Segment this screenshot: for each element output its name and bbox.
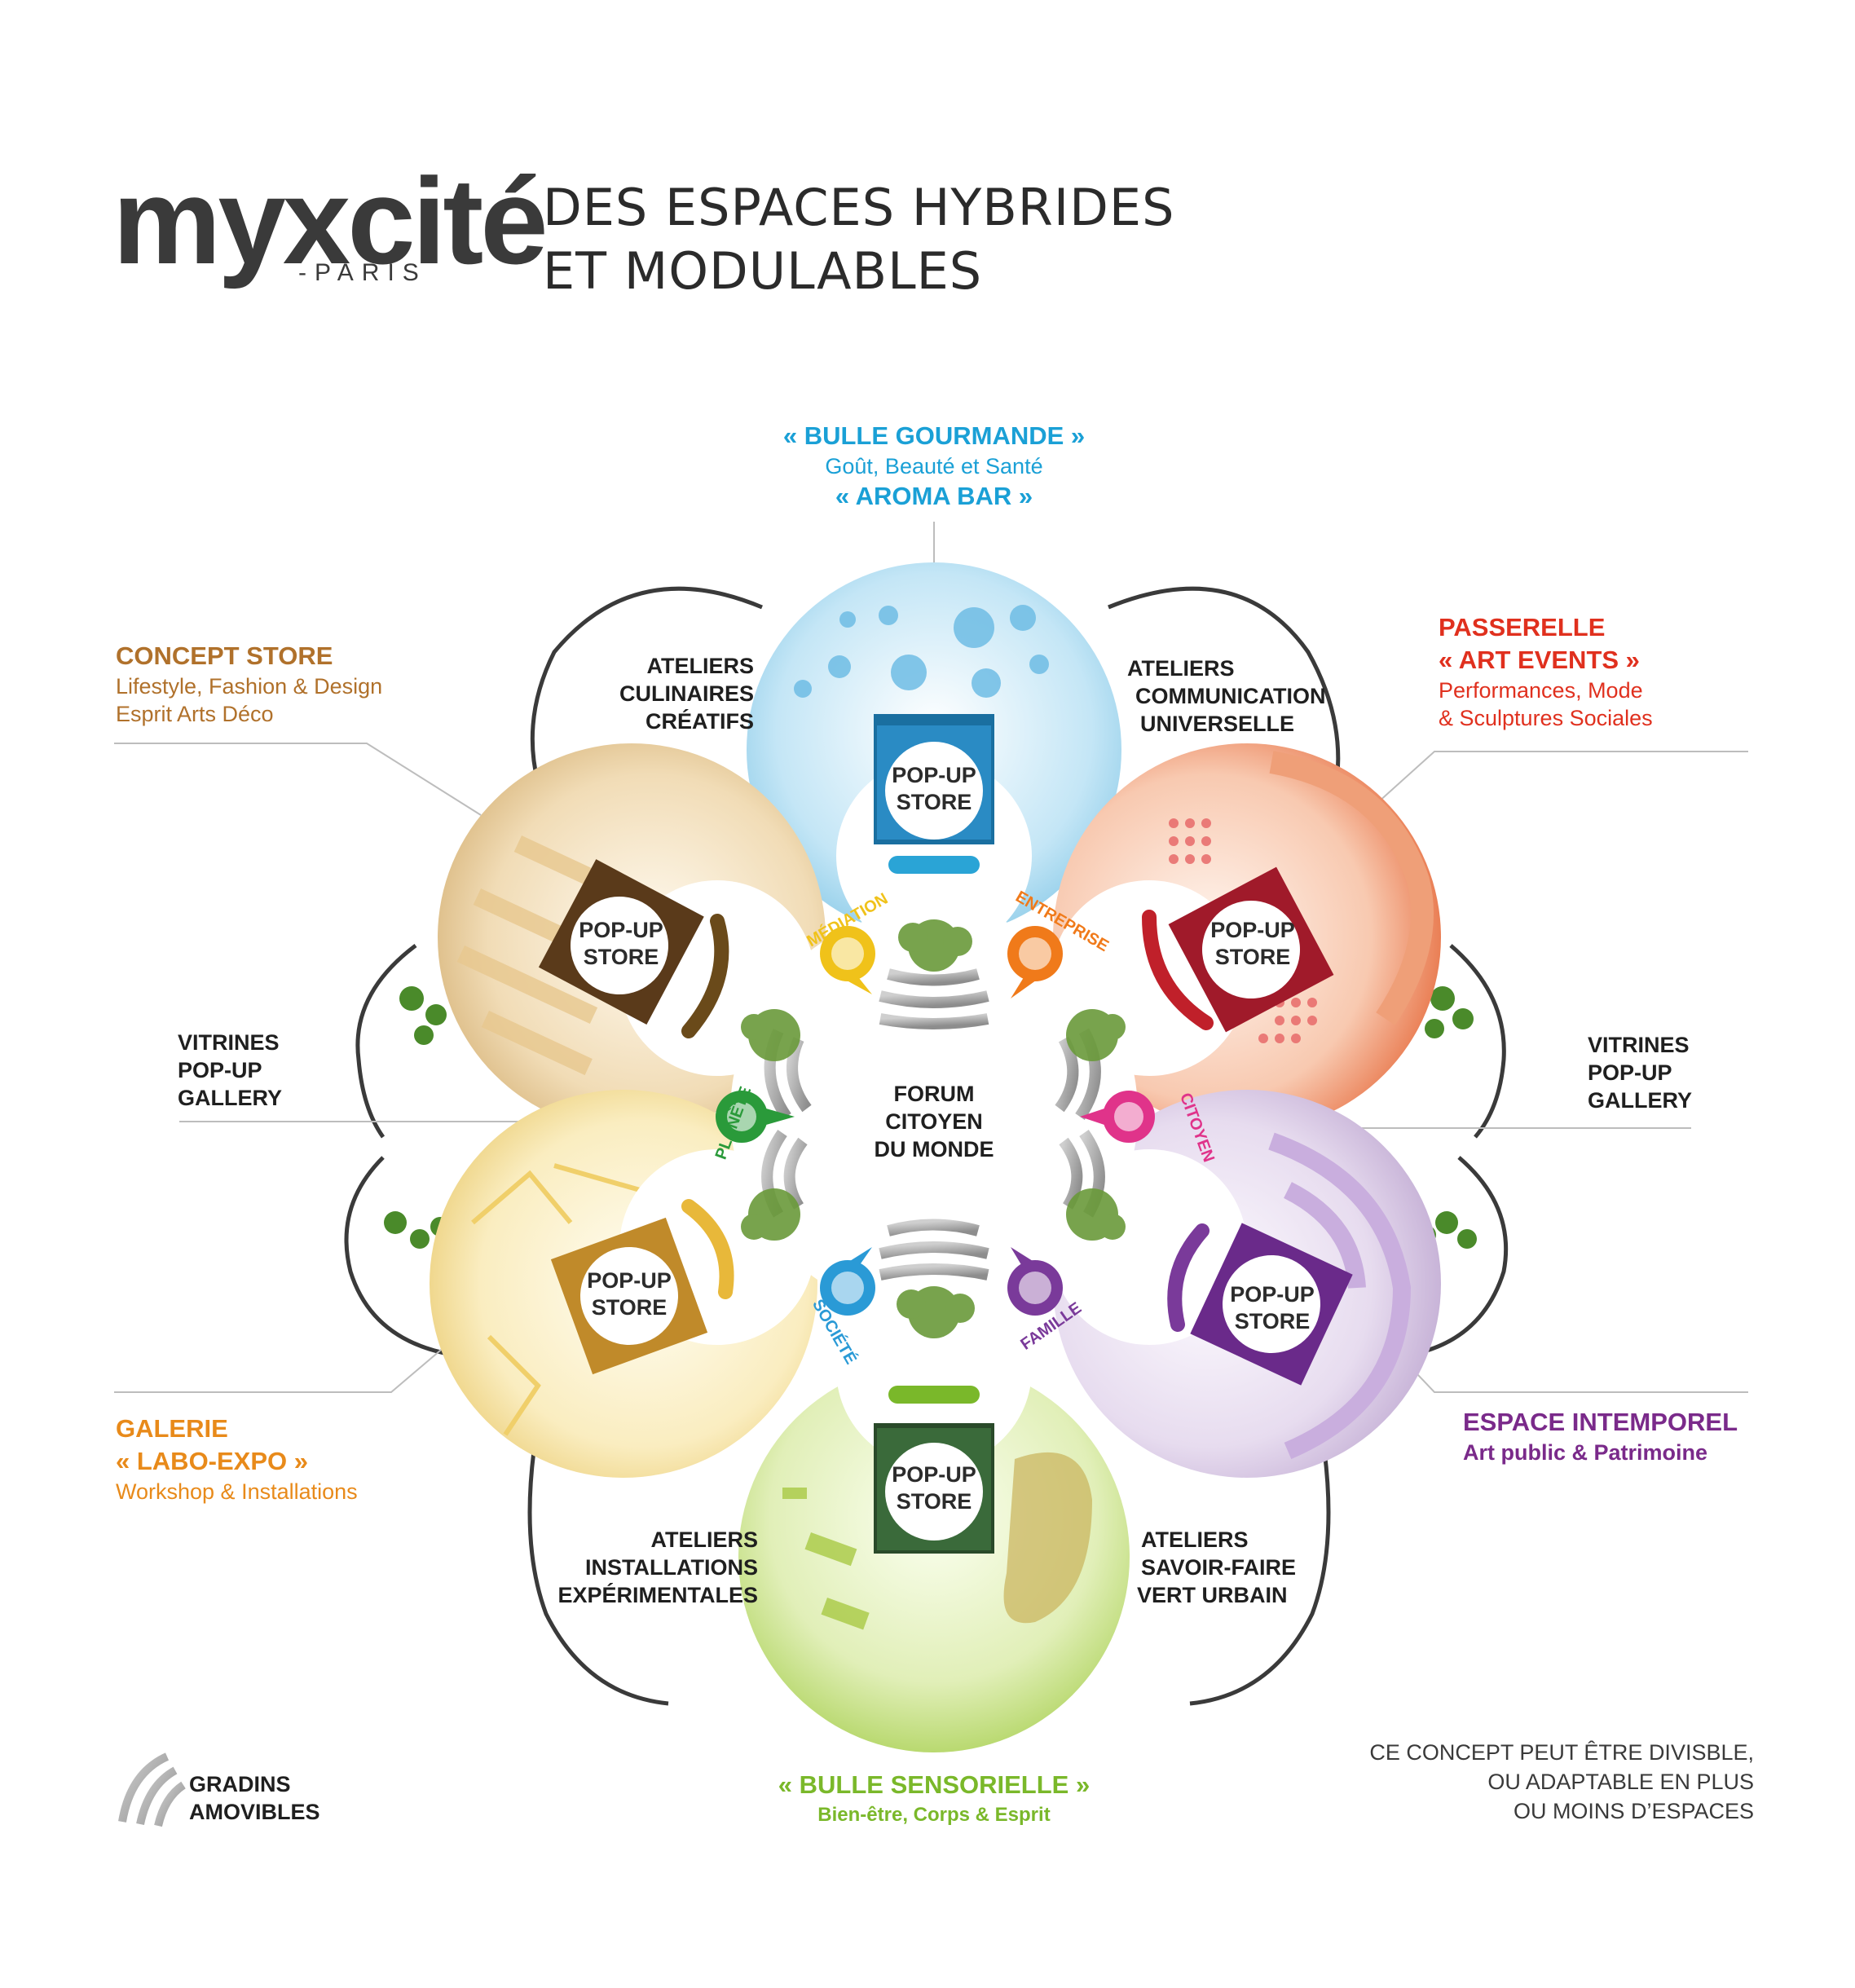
- headline-line2: ET MODULABLES: [543, 241, 983, 301]
- stage-intemporel: [1167, 1223, 1209, 1332]
- concept-title: CONCEPT STORE: [116, 641, 333, 670]
- popup-concept-l2: STORE: [584, 945, 659, 969]
- galerie-sub: Workshop & Installations: [116, 1479, 358, 1504]
- logo: myxcité: [112, 152, 549, 289]
- intemporel-title: ESPACE INTEMPOREL: [1463, 1408, 1738, 1436]
- bubble-top-title2: « AROMA BAR »: [835, 482, 1033, 510]
- galerie-label: GALERIE « LABO-EXPO » Workshop & Install…: [116, 1413, 358, 1505]
- forum-l2: CITOYEN: [885, 1109, 983, 1134]
- popup-sensorielle: [874, 1386, 994, 1554]
- bleacher-legend-icon: [118, 1752, 186, 1827]
- bubble-sensorielle: [738, 1361, 1130, 1752]
- popup-sensorielle-l2: STORE: [897, 1489, 972, 1514]
- concept-note: CE CONCEPT PEUT ÊTRE DIVISBLE, OU ADAPTA…: [1255, 1738, 1754, 1826]
- popup-intemporel-l2: STORE: [1235, 1309, 1311, 1333]
- popup-galerie-l2: STORE: [592, 1295, 668, 1320]
- passerelle-sub1: Performances, Mode: [1439, 678, 1643, 703]
- passerelle-title1: PASSERELLE: [1439, 613, 1606, 641]
- intemporel-label: ESPACE INTEMPOREL Art public & Patrimoin…: [1463, 1406, 1738, 1466]
- galerie-title1: GALERIE: [116, 1414, 228, 1443]
- legend-gradins: GRADINS AMOVIBLES: [189, 1770, 320, 1826]
- legend-l1: GRADINS: [189, 1772, 291, 1796]
- legend-l2: AMOVIBLES: [189, 1800, 320, 1824]
- vitrines-left-l3: GALLERY: [178, 1086, 282, 1110]
- logo-subtitle: -PARIS: [298, 259, 427, 286]
- ateliers-installations-l3: EXPÉRIMENTALES: [557, 1583, 758, 1607]
- popup-intemporel: [1190, 1223, 1353, 1386]
- ateliers-culinaires-l1: ATELIERS: [646, 654, 754, 678]
- popup-galerie-l1: POP-UP: [587, 1268, 672, 1293]
- pin-citoyen: [1080, 1091, 1155, 1143]
- ateliers-communication: ATELIERS COMMUNICATION UNIVERSELLE: [1127, 655, 1339, 738]
- ateliers-communication-l1: ATELIERS: [1127, 656, 1235, 681]
- popup-labels: POP-UP STORE POP-UP STORE POP-UP STORE P…: [579, 763, 1315, 1514]
- ateliers-culinaires-l3: CRÉATIFS: [646, 709, 754, 734]
- vitrines-right-l3: GALLERY: [1588, 1088, 1692, 1113]
- popup-concept-l1: POP-UP: [579, 918, 663, 942]
- ateliers-savoir-l2: SAVOIR-FAIRE: [1141, 1555, 1297, 1580]
- vitrines-right-l2: POP-UP: [1588, 1060, 1672, 1085]
- sensorielle-label: « BULLE SENSORIELLE » Bien-être, Corps &…: [690, 1769, 1179, 1829]
- vitrines-left-l2: POP-UP: [178, 1058, 262, 1082]
- stage-passerelle: [1142, 910, 1214, 1030]
- bubble-top-label: « BULLE GOURMANDE » Goût, Beauté et Sant…: [690, 420, 1179, 513]
- ateliers-culinaires: ATELIERS CULINAIRES CRÉATIFS: [571, 652, 754, 735]
- popup-top: [874, 714, 994, 874]
- pin-mediation: [820, 926, 875, 994]
- popup-intemporel-l1: POP-UP: [1230, 1282, 1315, 1307]
- galerie-title2: « LABO-EXPO »: [116, 1447, 308, 1475]
- bubble-top-title1: « BULLE GOURMANDE »: [782, 421, 1086, 450]
- sensorielle-sub: Bien-être, Corps & Esprit: [817, 1804, 1051, 1826]
- bleachers: [761, 968, 1105, 1281]
- forum-trees: [741, 919, 1126, 1338]
- vitrines-right-l1: VITRINES: [1588, 1033, 1690, 1057]
- bubble-top-sub: Goût, Beauté et Santé: [825, 454, 1043, 478]
- pin-famille: [1007, 1247, 1063, 1316]
- ateliers-culinaires-l2: CULINAIRES: [619, 681, 754, 706]
- ateliers-installations-l2: INSTALLATIONS: [585, 1555, 758, 1580]
- popup-top-l2: STORE: [897, 790, 972, 814]
- stage-concept: [681, 914, 729, 1038]
- vitrines-left-l1: VITRINES: [178, 1030, 280, 1055]
- popup-sensorielle-l1: POP-UP: [892, 1462, 976, 1487]
- concept-sub1: Lifestyle, Fashion & Design: [116, 674, 383, 699]
- pin-planete: [716, 1091, 795, 1143]
- pin-entreprise: [1007, 926, 1063, 998]
- ateliers-installations: ATELIERS INSTALLATIONS EXPÉRIMENTALES: [522, 1526, 758, 1609]
- ateliers-savoir: ATELIERS SAVOIR-FAIRE VERT URBAIN: [1137, 1526, 1296, 1609]
- ateliers-communication-l3: UNIVERSELLE: [1140, 712, 1295, 736]
- intemporel-sub: Art public & Patrimoine: [1463, 1440, 1708, 1465]
- ateliers-communication-l2: COMMUNICATION: [1135, 684, 1326, 708]
- popup-passerelle: [1168, 866, 1334, 1033]
- stage-galerie: [681, 1199, 734, 1299]
- outer-arcs: [344, 586, 1509, 1706]
- popup-passerelle-l1: POP-UP: [1210, 918, 1295, 942]
- ateliers-savoir-l3: VERT URBAIN: [1137, 1583, 1288, 1607]
- ateliers-installations-l1: ATELIERS: [650, 1527, 758, 1552]
- popup-top-l1: POP-UP: [892, 763, 976, 787]
- vitrines-left: VITRINES POP-UP GALLERY: [178, 1029, 282, 1112]
- forum-l3: DU MONDE: [874, 1137, 994, 1162]
- passerelle-sub2: & Sculptures Sociales: [1439, 706, 1653, 730]
- note-l2: OU ADAPTABLE EN PLUS: [1487, 1770, 1754, 1794]
- popup-galerie: [550, 1217, 708, 1375]
- forum-label: FORUM CITOYEN DU MONDE: [853, 1080, 1016, 1163]
- pin-societe: [820, 1247, 875, 1316]
- note-l3: OU MOINS D’ESPACES: [1513, 1799, 1754, 1823]
- concept-store-label: CONCEPT STORE Lifestyle, Fashion & Desig…: [116, 640, 382, 728]
- ateliers-savoir-l1: ATELIERS: [1141, 1527, 1249, 1552]
- popup-passerelle-l2: STORE: [1215, 945, 1291, 969]
- passerelle-label: PASSERELLE « ART EVENTS » Performances, …: [1439, 611, 1653, 732]
- vitrines-right: VITRINES POP-UP GALLERY: [1588, 1031, 1692, 1114]
- concept-sub2: Esprit Arts Déco: [116, 702, 274, 726]
- sensorielle-title: « BULLE SENSORIELLE »: [778, 1770, 1091, 1799]
- forum-l1: FORUM: [893, 1082, 975, 1106]
- headline-line1: DES ESPACES HYBRIDES: [543, 178, 1175, 237]
- note-l1: CE CONCEPT PEUT ÊTRE DIVISBLE,: [1369, 1740, 1754, 1765]
- passerelle-title2: « ART EVENTS »: [1439, 646, 1640, 674]
- popup-concept: [538, 859, 704, 1025]
